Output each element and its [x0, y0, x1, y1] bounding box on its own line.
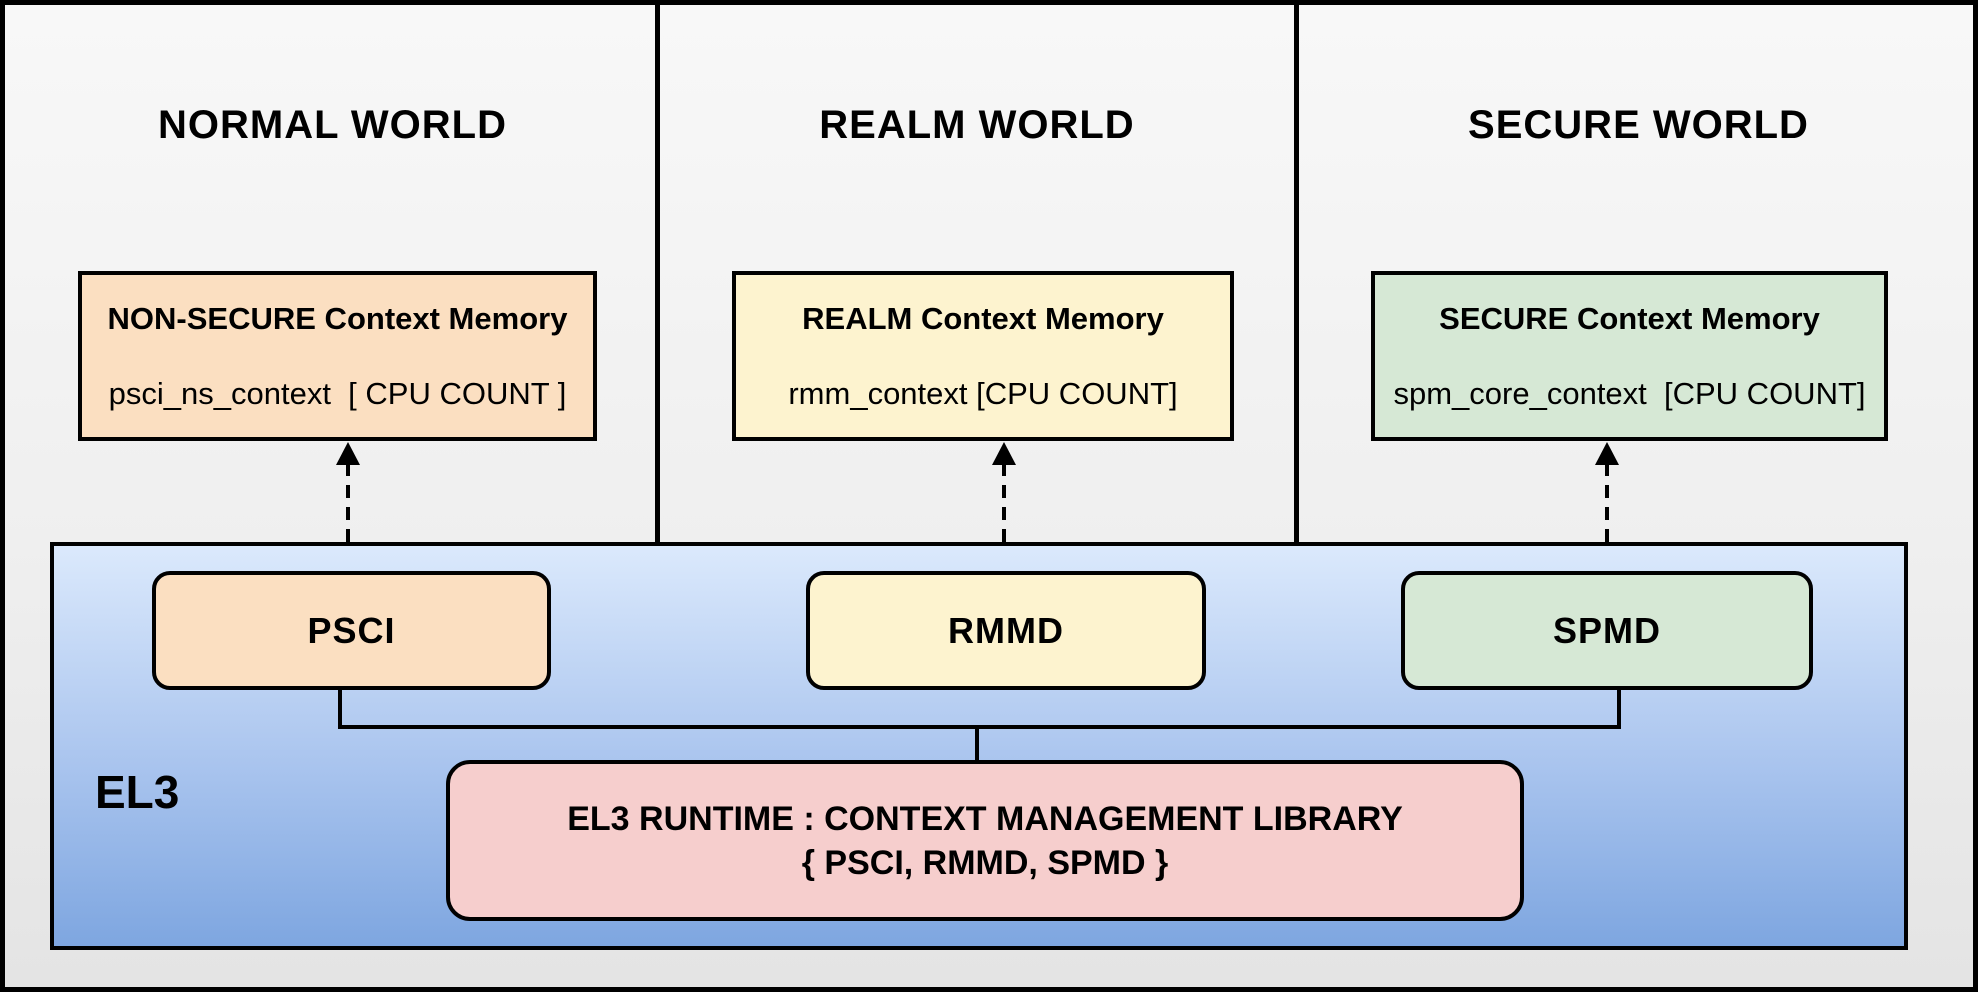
secure-world-title: SECURE WORLD	[1468, 103, 1809, 147]
spmd-module-box: SPMD	[1401, 571, 1813, 690]
el3-runtime-library-box: EL3 RUNTIME : CONTEXT MANAGEMENT LIBRARY…	[446, 760, 1524, 921]
world-divider-normal-realm	[655, 5, 660, 542]
secure-context-memory-title: SECURE Context Memory	[1439, 301, 1820, 336]
rmm-context-label: rmm_context [CPU COUNT]	[788, 376, 1178, 411]
el3-label: EL3	[95, 766, 180, 818]
psci-module-box: PSCI	[152, 571, 551, 690]
arrow-up-icon	[992, 442, 1016, 465]
spm-core-context-label: spm_core_context [CPU COUNT]	[1393, 376, 1866, 411]
realm-context-memory-title: REALM Context Memory	[802, 301, 1164, 336]
arrow-up-icon	[336, 442, 360, 465]
arrow-up-icon	[1595, 442, 1619, 465]
realm-world-title: REALM WORLD	[819, 103, 1135, 147]
rmmd-module-box: RMMD	[806, 571, 1206, 690]
psci-connector-line	[338, 690, 342, 729]
normal-world-title: NORMAL WORLD	[158, 103, 507, 147]
non-secure-context-memory-box: NON-SECURE Context Memory psci_ns_contex…	[78, 271, 597, 441]
el3-runtime-library-title: EL3 RUNTIME : CONTEXT MANAGEMENT LIBRARY	[567, 799, 1403, 838]
dashed-line	[1605, 463, 1609, 550]
spmd-connector-line	[1617, 690, 1621, 729]
dashed-line	[346, 463, 350, 550]
bus-connector-line	[338, 725, 1621, 729]
library-connector-line	[975, 725, 979, 762]
realm-context-memory-box: REALM Context Memory rmm_context [CPU CO…	[732, 271, 1234, 441]
psci-ns-context-label: psci_ns_context [ CPU COUNT ]	[108, 376, 567, 411]
non-secure-context-memory-title: NON-SECURE Context Memory	[107, 301, 568, 336]
secure-context-memory-box: SECURE Context Memory spm_core_context […	[1371, 271, 1888, 441]
world-divider-realm-secure	[1294, 5, 1299, 542]
el3-runtime-library-members: { PSCI, RMMD, SPMD }	[801, 843, 1169, 882]
dashed-line	[1002, 463, 1006, 550]
